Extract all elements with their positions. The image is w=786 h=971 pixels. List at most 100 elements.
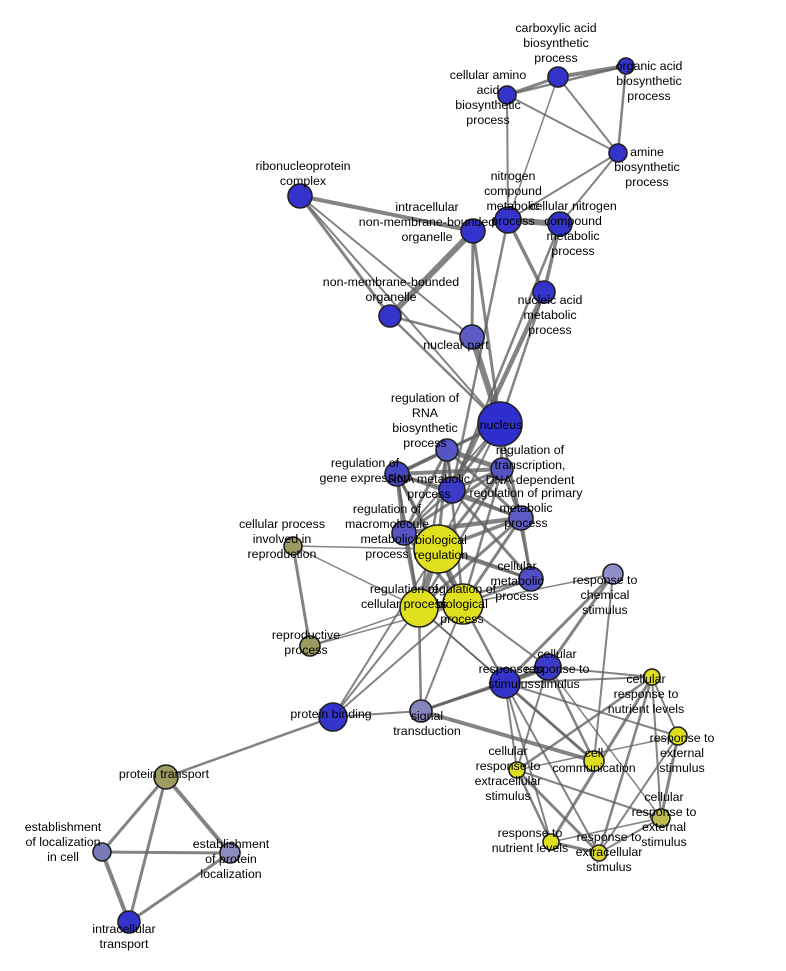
node-response-to-extracellular-stimulus[interactable]	[590, 844, 608, 862]
node-response-to-chemical-stimulus[interactable]	[602, 563, 624, 585]
edge-cellular-response-to-nutrient-levels--response-to-external-stimulus	[651, 676, 679, 737]
edge-regulation-of-primary-metabolic-process--regulation-of-cellular-process	[417, 516, 523, 610]
edge-response-to-nutrient-levels--cellular-response-to-external-stimulus	[550, 817, 662, 843]
node-regulation-of-gene-expression[interactable]	[384, 461, 410, 487]
edge-signal-transduction--cell-communication	[419, 709, 596, 763]
node-cell-communication[interactable]	[583, 750, 605, 772]
node-nitrogen-compound-metabolic-process[interactable]	[494, 206, 522, 234]
node-response-to-nutrient-levels[interactable]	[542, 833, 560, 851]
node-cellular-process-involved-in-reproduction[interactable]	[283, 536, 303, 556]
node-regulation-of-primary-metabolic-process[interactable]	[508, 505, 534, 531]
edge-regulation-of-rna-biosynthetic-process--regulation-of-macromolecule-metabolic-process	[402, 448, 449, 535]
edge-cellular-response-to-stimulus--cell-communication	[546, 665, 596, 763]
edge-response-to-external-stimulus--response-to-extracellular-stimulus	[598, 735, 679, 854]
edge-organic-acid-biosynthetic-process--amine-biosynthetic-process	[616, 64, 628, 155]
edge-cellular-amino-acid-biosynthetic-process--nitrogen-compound-metabolic-process	[506, 94, 509, 221]
node-amine-biosynthetic-process[interactable]	[608, 143, 628, 163]
node-protein-binding[interactable]	[318, 702, 348, 732]
edge-cellular-response-to-stimulus--cellular-response-to-nutrient-levels	[547, 666, 653, 678]
edge-cellular-response-to-nutrient-levels--response-to-extracellular-stimulus	[597, 675, 654, 855]
node-nucleic-acid-metabolic-process[interactable]	[532, 280, 556, 304]
edge-establishment-of-localization-in-cell--intracellular-transport	[100, 850, 131, 924]
edge-response-to-chemical-stimulus--cell-communication	[593, 573, 614, 762]
node-nuclear-part[interactable]	[459, 324, 485, 350]
edge-protein-binding--regulation-of-cellular-process	[332, 607, 420, 718]
node-layer	[92, 57, 688, 934]
node-regulation-of-cellular-process[interactable]	[399, 588, 439, 628]
node-signal-transduction[interactable]	[409, 699, 433, 723]
edge-protein-transport--establishment-of-localization-in-cell	[100, 775, 168, 854]
node-cellular-response-to-external-stimulus[interactable]	[651, 808, 671, 828]
edge-protein-transport--intracellular-transport	[127, 775, 168, 924]
node-response-to-external-stimulus[interactable]	[668, 726, 688, 746]
node-regulation-of-macromolecule-metabolic-process[interactable]	[391, 520, 417, 546]
node-cellular-response-to-nutrient-levels[interactable]	[643, 668, 661, 686]
node-regulation-of-biological-process[interactable]	[442, 583, 484, 625]
node-intracellular-transport[interactable]	[117, 910, 141, 934]
node-establishment-of-localization-in-cell[interactable]	[92, 842, 112, 862]
edge-carboxylic-acid-biosynthetic-process--nitrogen-compound-metabolic-process	[507, 76, 559, 221]
node-cellular-metabolic-process[interactable]	[518, 566, 544, 592]
node-organic-acid-biosynthetic-process[interactable]	[617, 57, 635, 75]
edge-cellular-response-to-stimulus--signal-transduction	[419, 665, 550, 713]
edge-cellular-response-to-stimulus--cellular-response-to-external-stimulus	[547, 666, 662, 819]
node-cellular-response-to-stimulus[interactable]	[534, 653, 562, 681]
node-cellular-amino-acid-biosynthetic-process[interactable]	[497, 85, 517, 105]
node-carboxylic-acid-biosynthetic-process[interactable]	[547, 66, 569, 88]
edge-intracellular-non-membrane-bounded-organelle--non-membrane-bounded-organelle	[387, 228, 476, 319]
node-rna-metabolic-process[interactable]	[438, 476, 466, 504]
node-cellular-nitrogen-compound-metabolic-process[interactable]	[547, 211, 573, 237]
node-non-membrane-bounded-organelle[interactable]	[378, 304, 402, 328]
edge-response-to-stimulus--response-to-external-stimulus	[504, 682, 679, 737]
edge-cellular-amino-acid-biosynthetic-process--amine-biosynthetic-process	[506, 94, 619, 154]
node-cellular-response-to-extracellular-stimulus[interactable]	[508, 761, 526, 779]
edge-cellular-response-to-extracellular-stimulus--cellular-response-to-external-stimulus	[516, 769, 662, 819]
edge-establishment-of-localization-in-cell--establishment-of-protein-localization	[100, 850, 232, 855]
node-regulation-of-rna-biosynthetic-process[interactable]	[435, 438, 459, 462]
edge-cellular-response-to-extracellular-stimulus--response-to-extracellular-stimulus	[515, 768, 601, 855]
node-ribonucleoprotein-complex[interactable]	[287, 183, 313, 209]
edge-protein-binding--regulation-of-biological-process	[332, 603, 464, 718]
node-intracellular-non-membrane-bounded-organelle[interactable]	[460, 218, 486, 244]
edge-protein-transport--establishment-of-protein-localization	[164, 775, 232, 855]
node-regulation-of-transcription-dna-dependent[interactable]	[490, 457, 514, 481]
node-nucleus[interactable]	[477, 401, 523, 447]
node-biological-regulation[interactable]	[413, 524, 463, 574]
label-nuclear-part: nuclear part	[423, 338, 489, 352]
edge-cellular-response-to-stimulus--cellular-response-to-extracellular-stimulus	[516, 666, 549, 771]
edge-nucleic-acid-metabolic-process--nucleus	[498, 290, 546, 426]
node-reproductive-process[interactable]	[299, 635, 321, 657]
edge-cellular-nitrogen-compound-metabolic-process--rna-metabolic-process	[450, 222, 562, 492]
edge-non-membrane-bounded-organelle--nucleus	[388, 314, 502, 426]
node-protein-transport[interactable]	[153, 764, 179, 790]
node-response-to-stimulus[interactable]	[489, 667, 521, 699]
label-nucleus: nucleus	[480, 418, 523, 432]
edge-cellular-response-to-stimulus--response-to-chemical-stimulus	[546, 572, 615, 669]
node-establishment-of-protein-localization[interactable]	[219, 842, 241, 864]
